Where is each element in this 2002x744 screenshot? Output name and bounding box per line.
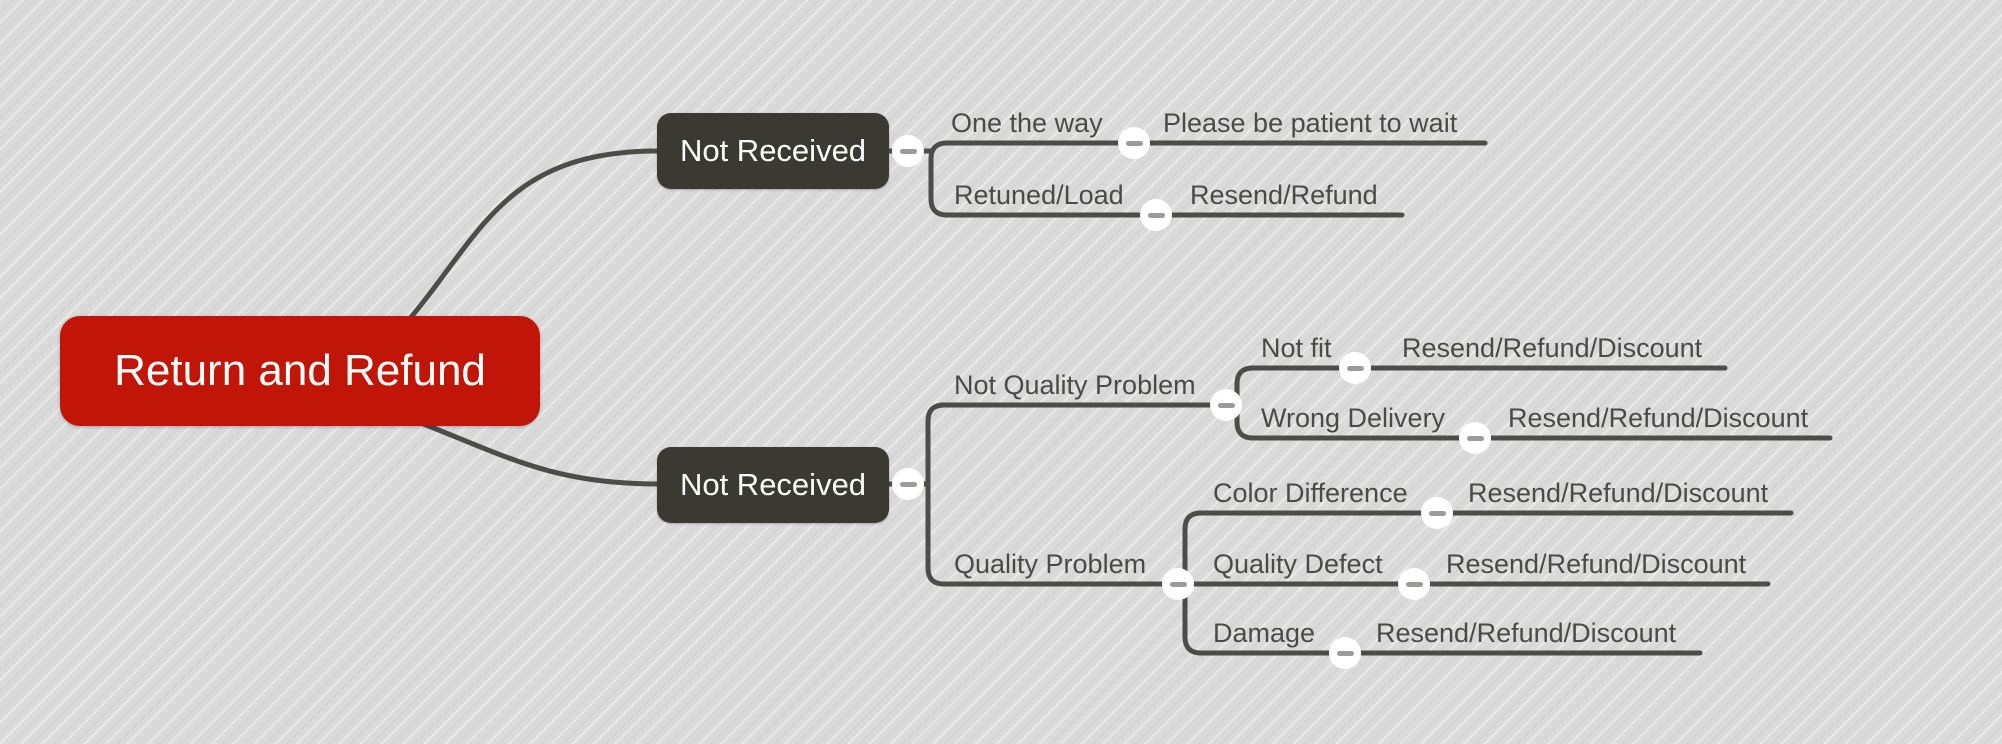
- topic-resend-refund-discount-qualitydefect[interactable]: Resend/Refund/Discount: [1446, 549, 1747, 579]
- collapse-button-not-fit[interactable]: [1339, 352, 1371, 384]
- topic-retuned-load[interactable]: Retuned/Load: [954, 180, 1124, 210]
- collapse-button-not-quality-problem[interactable]: [1210, 389, 1242, 421]
- topic-quality-defect[interactable]: Quality Defect: [1213, 549, 1383, 579]
- minus-icon: [899, 148, 917, 154]
- root-to-top-branch-curve: [397, 148, 661, 333]
- top-branch-children-bracket: [928, 140, 950, 218]
- collapse-button-quality-defect[interactable]: [1398, 568, 1430, 600]
- topic-resend-refund-discount-notfit[interactable]: Resend/Refund/Discount: [1402, 333, 1703, 363]
- topic-damage[interactable]: Damage: [1213, 618, 1316, 648]
- topic-resend-refund[interactable]: Resend/Refund: [1190, 180, 1378, 210]
- topic-not-fit[interactable]: Not fit: [1261, 333, 1332, 363]
- minus-icon: [1346, 365, 1364, 371]
- topic-resend-refund-discount-damage[interactable]: Resend/Refund/Discount: [1376, 618, 1677, 648]
- minus-icon: [1336, 650, 1354, 656]
- minus-icon: [1217, 402, 1235, 408]
- minus-icon: [1147, 212, 1165, 218]
- topic-resend-refund-discount-wrongdelivery[interactable]: Resend/Refund/Discount: [1508, 403, 1809, 433]
- topic-resend-refund-discount-colordifference[interactable]: Resend/Refund/Discount: [1468, 478, 1769, 508]
- topic-color-difference[interactable]: Color Difference: [1213, 478, 1408, 508]
- root-topic-label: Return and Refund: [114, 346, 486, 395]
- topic-wrong-delivery[interactable]: Wrong Delivery: [1261, 403, 1446, 433]
- collapse-button-quality-problem[interactable]: [1162, 568, 1194, 600]
- minus-icon: [1169, 581, 1187, 587]
- main-topic-label: Not Received: [679, 467, 867, 502]
- minus-icon: [899, 481, 917, 487]
- minus-icon: [1405, 581, 1423, 587]
- collapse-button-color-difference[interactable]: [1421, 497, 1453, 529]
- root-topic[interactable]: Return and Refund: [60, 316, 540, 426]
- topic-one-the-way[interactable]: One the way: [951, 108, 1103, 138]
- topic-quality-problem[interactable]: Quality Problem: [954, 549, 1147, 579]
- minus-icon: [1466, 435, 1484, 441]
- main-topic-not-received-top[interactable]: Not Received: [657, 113, 889, 189]
- collapse-button-retuned-load[interactable]: [1140, 199, 1172, 231]
- collapse-button-one-the-way[interactable]: [1118, 127, 1150, 159]
- collapse-button-wrong-delivery[interactable]: [1459, 422, 1491, 454]
- topic-please-be-patient[interactable]: Please be patient to wait: [1163, 108, 1458, 138]
- minus-icon: [1428, 510, 1446, 516]
- main-topic-label: Not Received: [679, 133, 867, 168]
- collapse-button-damage[interactable]: [1329, 637, 1361, 669]
- collapse-button-not-received-top[interactable]: [892, 135, 924, 167]
- collapse-button-not-received-bottom[interactable]: [892, 468, 924, 500]
- minus-icon: [1125, 140, 1143, 146]
- bottom-branch-children-bracket: [925, 402, 947, 587]
- topic-not-quality-problem[interactable]: Not Quality Problem: [954, 370, 1196, 400]
- main-topic-not-received-bottom[interactable]: Not Received: [657, 447, 889, 523]
